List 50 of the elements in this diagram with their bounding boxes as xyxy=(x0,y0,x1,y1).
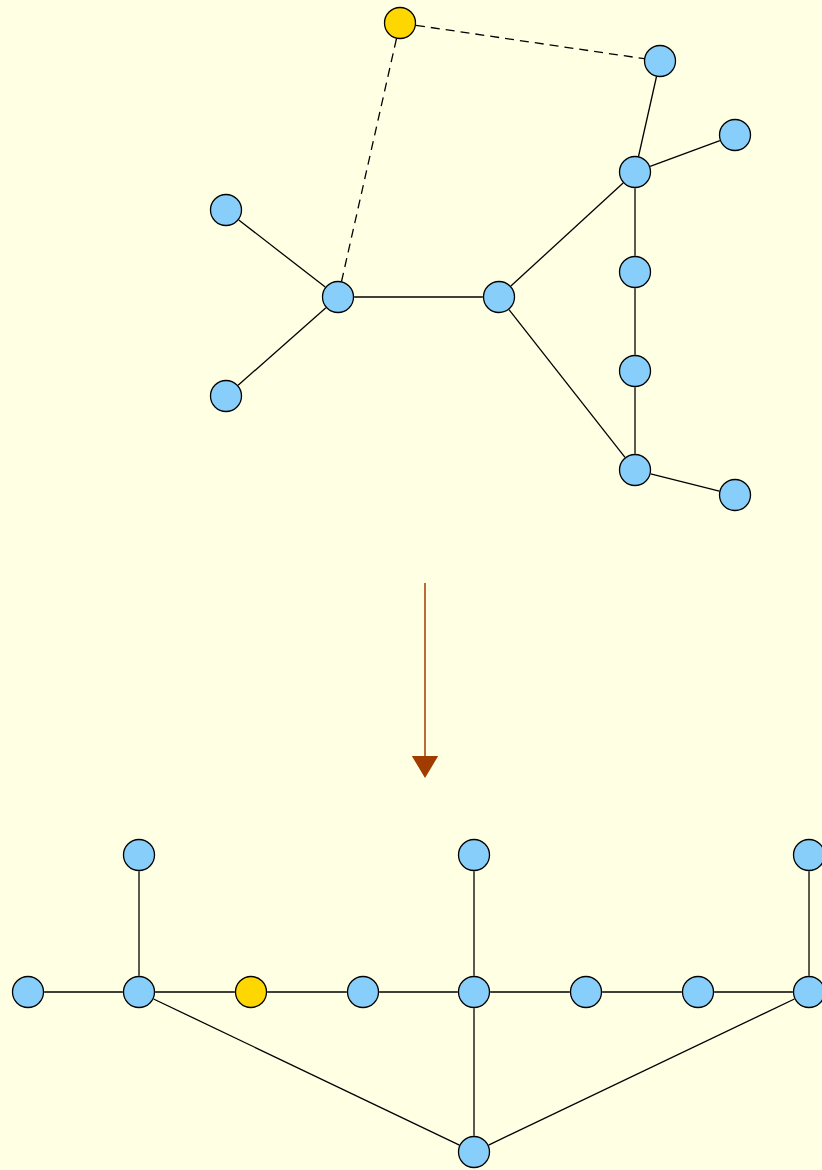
graph-vertex xyxy=(618,155,652,189)
graph-edge xyxy=(637,76,658,157)
graph-edge xyxy=(43,991,124,993)
graph-vertex xyxy=(618,453,652,487)
graph-vertex xyxy=(618,255,652,289)
graph-vertex xyxy=(792,975,822,1009)
graph-vertex xyxy=(718,118,752,152)
graph-vertex xyxy=(11,975,45,1009)
graph-vertex xyxy=(457,975,491,1009)
graph-edge xyxy=(238,219,326,288)
graph-edge xyxy=(601,991,683,993)
graph-edge xyxy=(650,473,720,492)
graph-edge xyxy=(634,187,636,257)
graph-vertex xyxy=(681,975,715,1009)
graph-edge xyxy=(237,307,327,386)
graph-vertex xyxy=(457,1135,491,1169)
graph-edge xyxy=(378,991,459,993)
graph-edge xyxy=(152,998,461,1146)
graph-vertex xyxy=(122,975,156,1009)
graph-edge xyxy=(649,139,721,168)
graph-vertex xyxy=(209,379,243,413)
graph-edge xyxy=(808,870,810,977)
graph-vertex xyxy=(569,975,603,1009)
graph-vertex xyxy=(643,44,677,78)
graph-edge xyxy=(473,1007,475,1137)
graph-vertex xyxy=(209,193,243,227)
graph-vertex xyxy=(346,975,380,1009)
graph-vertex xyxy=(618,354,652,388)
graph-edge xyxy=(353,296,484,298)
graph-vertex xyxy=(321,280,355,314)
graph-edge xyxy=(138,870,140,977)
graph-edge xyxy=(154,991,236,993)
graph-edge xyxy=(266,991,348,993)
graph-vertex xyxy=(383,6,417,40)
graph-edge xyxy=(489,991,571,993)
graph-edge xyxy=(510,182,624,287)
graph-edge xyxy=(473,870,475,977)
graph-vertex xyxy=(457,838,491,872)
graph-vertex xyxy=(122,838,156,872)
graph-edge xyxy=(634,386,636,455)
graph-vertex xyxy=(792,838,822,872)
graph-edge xyxy=(634,287,636,356)
graph-edge xyxy=(508,309,626,458)
graph-edge xyxy=(487,998,796,1146)
graph-edge xyxy=(713,991,794,993)
graph-vertex xyxy=(234,975,268,1009)
graph-edge xyxy=(415,24,645,60)
graph-vertex xyxy=(482,280,516,314)
graph-vertex xyxy=(718,478,752,512)
graph-edge xyxy=(340,38,398,282)
